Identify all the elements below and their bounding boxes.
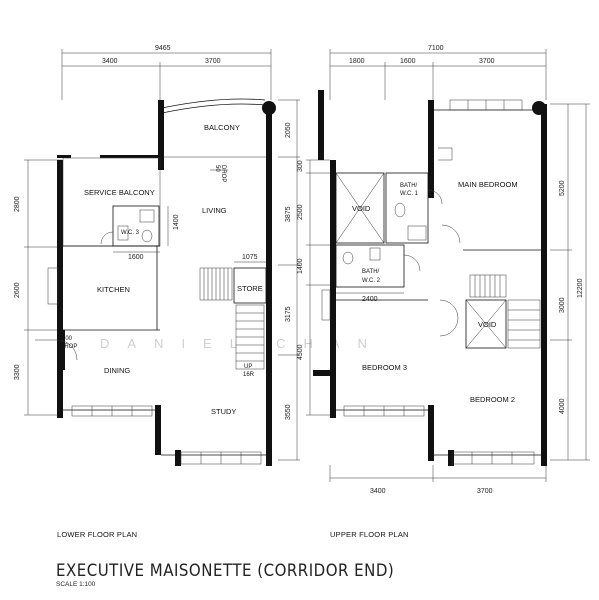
lower-dim-b: 3700 (205, 58, 221, 65)
drawing-scale: SCALE 1:100 (56, 581, 96, 588)
upper-dim-right-a: 5200 (559, 180, 566, 196)
watermark: DANIEL CHAN (100, 336, 385, 351)
upper-dim-bottom-a: 3400 (370, 488, 386, 495)
lower-right-dimensions: 2050 3875 3175 3550 (278, 99, 300, 461)
upper-floor-label: UPPER FLOOR PLAN (330, 530, 409, 539)
upper-room-bath1-b: W.C. 1 (400, 191, 419, 197)
upper-right-dimensions: 5200 3000 4000 12200 (550, 103, 590, 461)
lower-room-service-balcony: SERVICE BALCONY (84, 188, 155, 197)
drawing-title: EXECUTIVE MAISONETTE (CORRIDOR END) (56, 560, 395, 581)
upper-dim-a: 1800 (349, 58, 365, 65)
upper-dim-total: 7100 (428, 45, 444, 52)
upper-void-1: VOID (335, 172, 385, 244)
lower-dim-a: 3400 (102, 58, 118, 65)
lower-dining: 100 DROP DINING (35, 336, 158, 417)
lower-top-dimensions: 9465 3400 3700 (61, 45, 272, 100)
upper-stair-void: VOID (439, 224, 541, 349)
lower-note-drop100-b: DROP (60, 344, 77, 350)
lower-dim-wc3-h: 1400 (173, 214, 180, 230)
upper-dim-bath2-w: 2400 (362, 296, 378, 303)
lower-note-risers: 16R (243, 372, 255, 378)
lower-left-dimensions: 2800 2600 3300 (14, 159, 62, 416)
upper-main-bedroom: MAIN BEDROOM (434, 99, 541, 251)
lower-floor-label: LOWER FLOOR PLAN (57, 530, 138, 539)
lower-room-kitchen: KITCHEN (97, 285, 130, 294)
lower-room-dining: DINING (104, 366, 130, 375)
upper-dim-left-3: 1400 (297, 258, 304, 274)
upper-dim-left-1: 300 (297, 160, 304, 172)
lower-room-study: STUDY (211, 407, 236, 416)
lower-balcony: BALCONY (161, 98, 276, 158)
lower-dim-left-1: 2800 (14, 196, 21, 212)
upper-dim-left-2: 2500 (297, 204, 304, 220)
upper-room-bath1-a: BATH/ (400, 183, 418, 189)
lower-service-area: SERVICE BALCONY W.C. 3 1600 1400 (62, 157, 180, 261)
lower-room-store: STORE (237, 284, 263, 293)
upper-room-bedroom-3: BEDROOM 3 (362, 363, 407, 372)
lower-dim-right-3: 3175 (285, 306, 292, 322)
upper-bottom-dimensions: 3400 3700 (329, 465, 547, 495)
lower-note-up: UP (244, 364, 252, 370)
lower-dim-total: 9465 (155, 45, 171, 52)
lower-room-living: LIVING (202, 206, 227, 215)
lower-room-wc3: W.C. 3 (121, 230, 140, 236)
upper-bedroom-2: BEDROOM 2 (434, 395, 541, 465)
lower-note-drop50-a: 50 (214, 165, 220, 172)
upper-room-bath2-a: BATH/ (362, 269, 380, 275)
upper-top-dimensions: 7100 1800 1600 3700 (329, 45, 547, 100)
lower-dim-left-3: 3300 (14, 364, 21, 380)
lower-kitchen: KITCHEN (47, 246, 160, 331)
lower-study: STUDY (161, 407, 266, 465)
upper-dim-c: 3700 (479, 58, 495, 65)
upper-dim-right-total: 12200 (577, 278, 584, 298)
lower-dim-right-2: 3875 (285, 206, 292, 222)
upper-floor-plan: 7100 1800 1600 3700 300 2500 1400 4500 (297, 45, 590, 495)
upper-bath-2: BATH/ W.C. 2 2400 (335, 244, 421, 303)
lower-dim-right-1: 2050 (285, 122, 292, 138)
upper-dim-bottom-b: 3700 (477, 488, 493, 495)
upper-dim-right-c: 4000 (559, 398, 566, 414)
upper-room-void-2: VOID (478, 320, 497, 329)
upper-dim-b: 1600 (400, 58, 416, 65)
lower-dim-left-2: 2600 (14, 282, 21, 298)
upper-dim-right-b: 3000 (559, 297, 566, 313)
upper-walls (313, 90, 547, 466)
lower-room-balcony: BALCONY (204, 123, 240, 132)
upper-dim-left-4: 4500 (297, 344, 304, 360)
lower-store: 1075 STORE (233, 254, 267, 304)
lower-floor-plan: 9465 3400 3700 2800 2600 3300 2050 3875 … (14, 45, 300, 466)
lower-stairs: UP 16R (199, 267, 265, 378)
lower-walls (57, 100, 272, 466)
upper-bedroom-3: BEDROOM 3 (321, 289, 428, 417)
upper-room-void-1: VOID (352, 204, 371, 213)
upper-room-bath2-b: W.C. 2 (362, 278, 381, 284)
lower-living: LIVING 50 DROP (202, 165, 228, 215)
upper-room-bedroom-2: BEDROOM 2 (470, 395, 515, 404)
upper-bath-1: BATH/ W.C. 1 (385, 172, 443, 244)
lower-dim-store: 1075 (242, 254, 258, 261)
upper-left-dimensions: 300 2500 1400 4500 (297, 159, 330, 416)
lower-dim-wc3-w: 1600 (128, 254, 144, 261)
lower-dim-right-4: 3550 (285, 404, 292, 420)
upper-room-main-bedroom: MAIN BEDROOM (458, 180, 518, 189)
lower-note-drop50-b: DROP (220, 165, 226, 182)
lower-note-drop100-a: 100 (62, 336, 73, 342)
